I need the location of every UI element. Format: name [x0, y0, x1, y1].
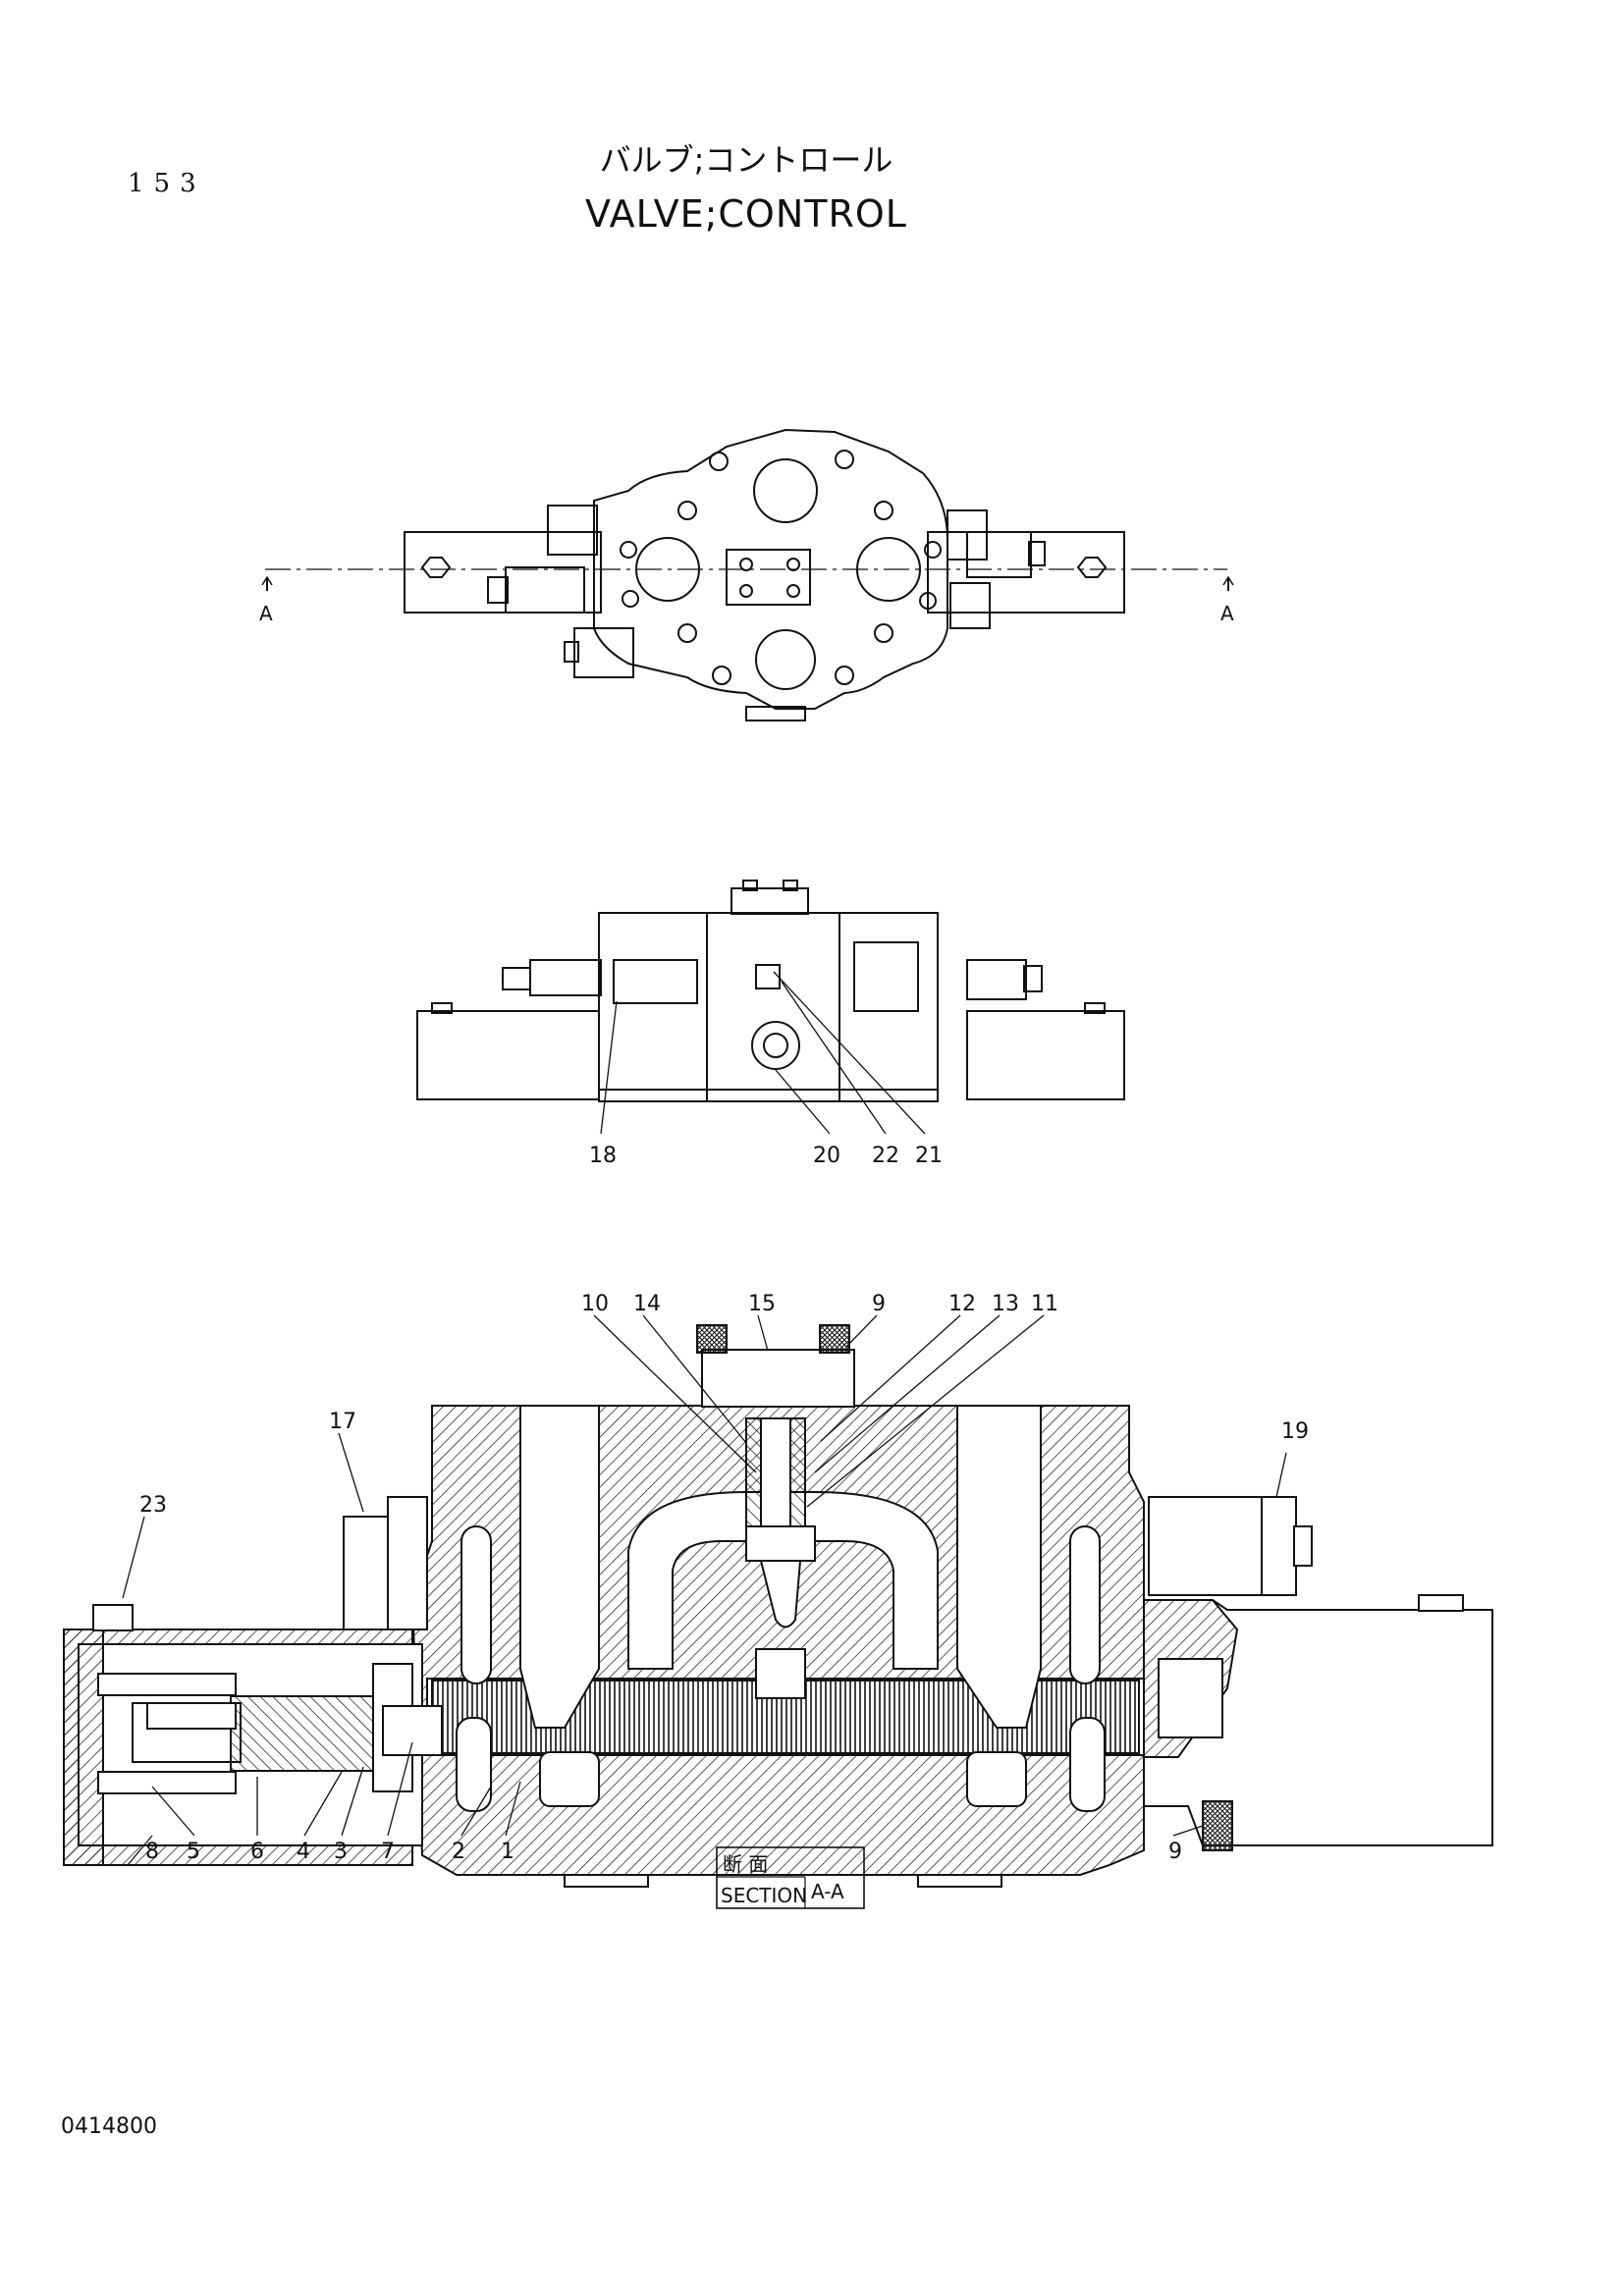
callout-10: 10	[581, 1292, 609, 1316]
callout-6: 6	[250, 1840, 264, 1864]
section-label-jp: 断 面	[723, 1852, 768, 1876]
callout-9-top: 9	[872, 1292, 886, 1316]
callout-12: 12	[948, 1292, 976, 1316]
section-label-id: A-A	[811, 1880, 844, 1903]
section-label-en: SECTION	[721, 1884, 807, 1907]
callout-23: 23	[139, 1493, 167, 1518]
callout-15: 15	[748, 1292, 776, 1316]
callout-9-bottom: 9	[1168, 1840, 1182, 1864]
title-english: VALVE;CONTROL	[585, 192, 907, 236]
callout-4: 4	[297, 1840, 310, 1864]
section-view	[63, 1324, 1493, 1888]
title-japanese: バルブ;コントロール	[599, 141, 893, 179]
callout-20: 20	[813, 1144, 840, 1168]
side-view-callouts: 18 20 22 21	[589, 1144, 943, 1168]
top-view	[261, 428, 1234, 721]
section-marker-right: A	[1220, 602, 1234, 625]
callout-18: 18	[589, 1144, 617, 1168]
page-number: 153	[128, 169, 206, 198]
callout-5: 5	[187, 1840, 200, 1864]
callout-19: 19	[1281, 1419, 1309, 1444]
section-leaders	[122, 1314, 1287, 1866]
callout-8: 8	[145, 1840, 159, 1864]
callout-1: 1	[501, 1840, 514, 1864]
callout-14: 14	[633, 1292, 661, 1316]
callout-13: 13	[992, 1292, 1019, 1316]
callout-21: 21	[915, 1144, 943, 1168]
side-view	[416, 880, 1125, 1102]
callout-2: 2	[452, 1840, 465, 1864]
side-view-leaders	[600, 971, 926, 1135]
callout-11: 11	[1031, 1292, 1058, 1316]
callout-3: 3	[334, 1840, 348, 1864]
callout-7: 7	[381, 1840, 395, 1864]
section-label: 断 面 SECTION A-A	[716, 1846, 865, 1909]
callout-22: 22	[872, 1144, 899, 1168]
section-callouts: 10 14 15 9 12 13 11 17 19 23 8 5 6 4 3 7…	[139, 1292, 1309, 1864]
section-marker-left: A	[259, 602, 273, 625]
callout-17: 17	[329, 1410, 356, 1434]
doc-number: 0414800	[61, 2114, 157, 2139]
